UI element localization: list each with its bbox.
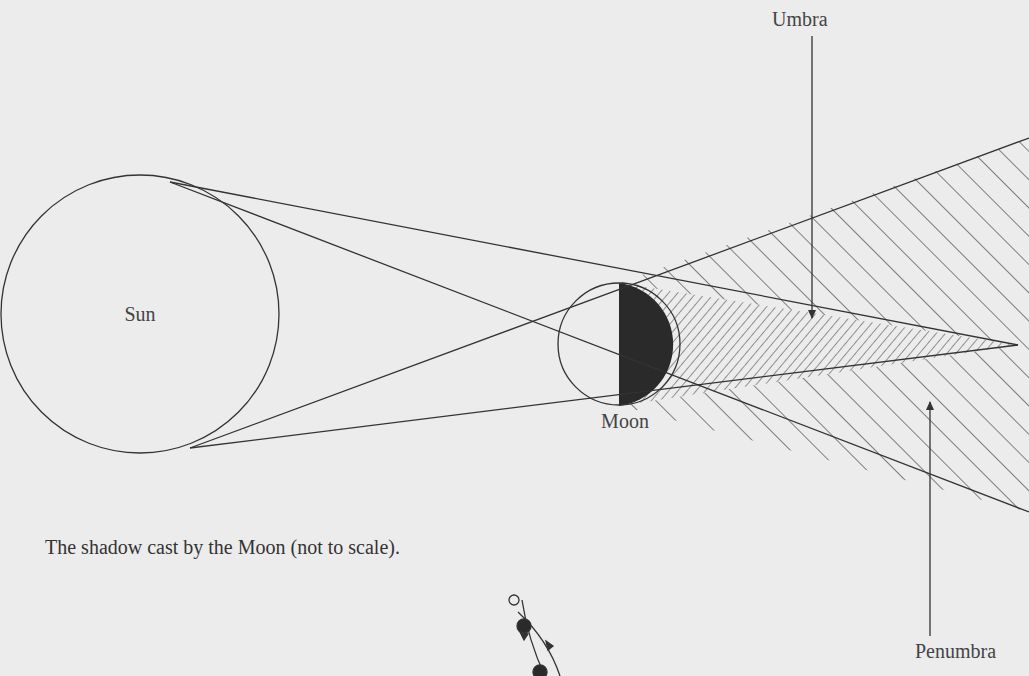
penumbra-pointer — [929, 402, 930, 636]
moon-dark-half — [619, 283, 673, 406]
tangent-lines — [170, 138, 1029, 512]
umbra-pointer — [811, 36, 812, 318]
circle-outline — [557, 282, 681, 406]
body-label: Moon — [599, 410, 651, 433]
penumbra-hatch — [619, 138, 1029, 512]
part-label: Penumbra — [915, 640, 996, 663]
orbit-fragment — [509, 595, 560, 676]
sun-circle: Sun — [0, 174, 280, 454]
part-label: Umbra — [772, 8, 828, 31]
figure-caption: The shadow cast by the Moon (not to scal… — [45, 536, 400, 559]
moon-circle: Moon — [557, 282, 681, 406]
body-label: Sun — [124, 303, 155, 326]
